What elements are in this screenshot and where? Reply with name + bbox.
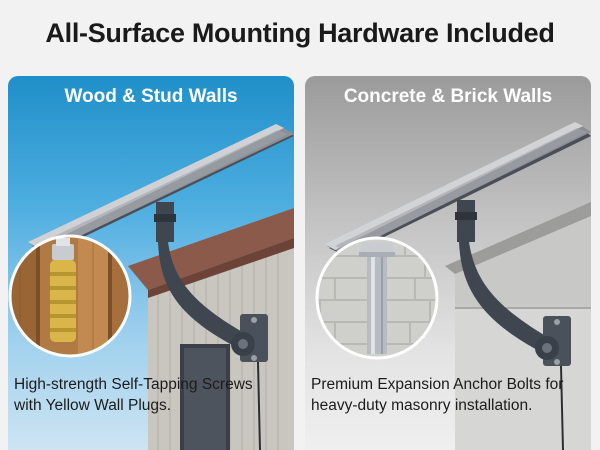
mast <box>457 200 475 242</box>
page-title: All-Surface Mounting Hardware Included <box>45 18 555 48</box>
wood-wall-caption-line2: with Yellow Wall Plugs. <box>14 397 172 414</box>
concrete-wall-scene <box>315 122 591 450</box>
wood-wall-scene <box>8 124 294 450</box>
bracket-arm <box>158 242 246 348</box>
concrete-wall-caption: Premium Expansion Anchor Bolts for heavy… <box>311 374 563 416</box>
wood-wall-caption: High-strength Self-Tapping Screws with Y… <box>14 374 253 416</box>
concrete-wall-caption-line2: heavy-duty masonry installation. <box>311 397 533 414</box>
concrete-wall-panel: Concrete & Brick Walls <box>305 76 591 450</box>
concrete-wall-title: Concrete & Brick Walls <box>343 86 553 107</box>
dish-surface <box>325 122 583 250</box>
wood-wall-title: Wood & Stud Walls <box>64 86 238 107</box>
wood-wall-panel: Wood & Stud Walls <box>8 76 294 450</box>
anchor-bolt <box>367 254 387 354</box>
screw-head <box>52 244 74 260</box>
concrete-wall-caption-line1: Premium Expansion Anchor Bolts for <box>311 376 564 393</box>
brick-inset <box>317 238 437 358</box>
bracket-arm <box>459 242 549 352</box>
wood-wall-caption-line1: High-strength Self-Tapping Screws <box>14 376 253 393</box>
dish-surface <box>28 124 284 248</box>
